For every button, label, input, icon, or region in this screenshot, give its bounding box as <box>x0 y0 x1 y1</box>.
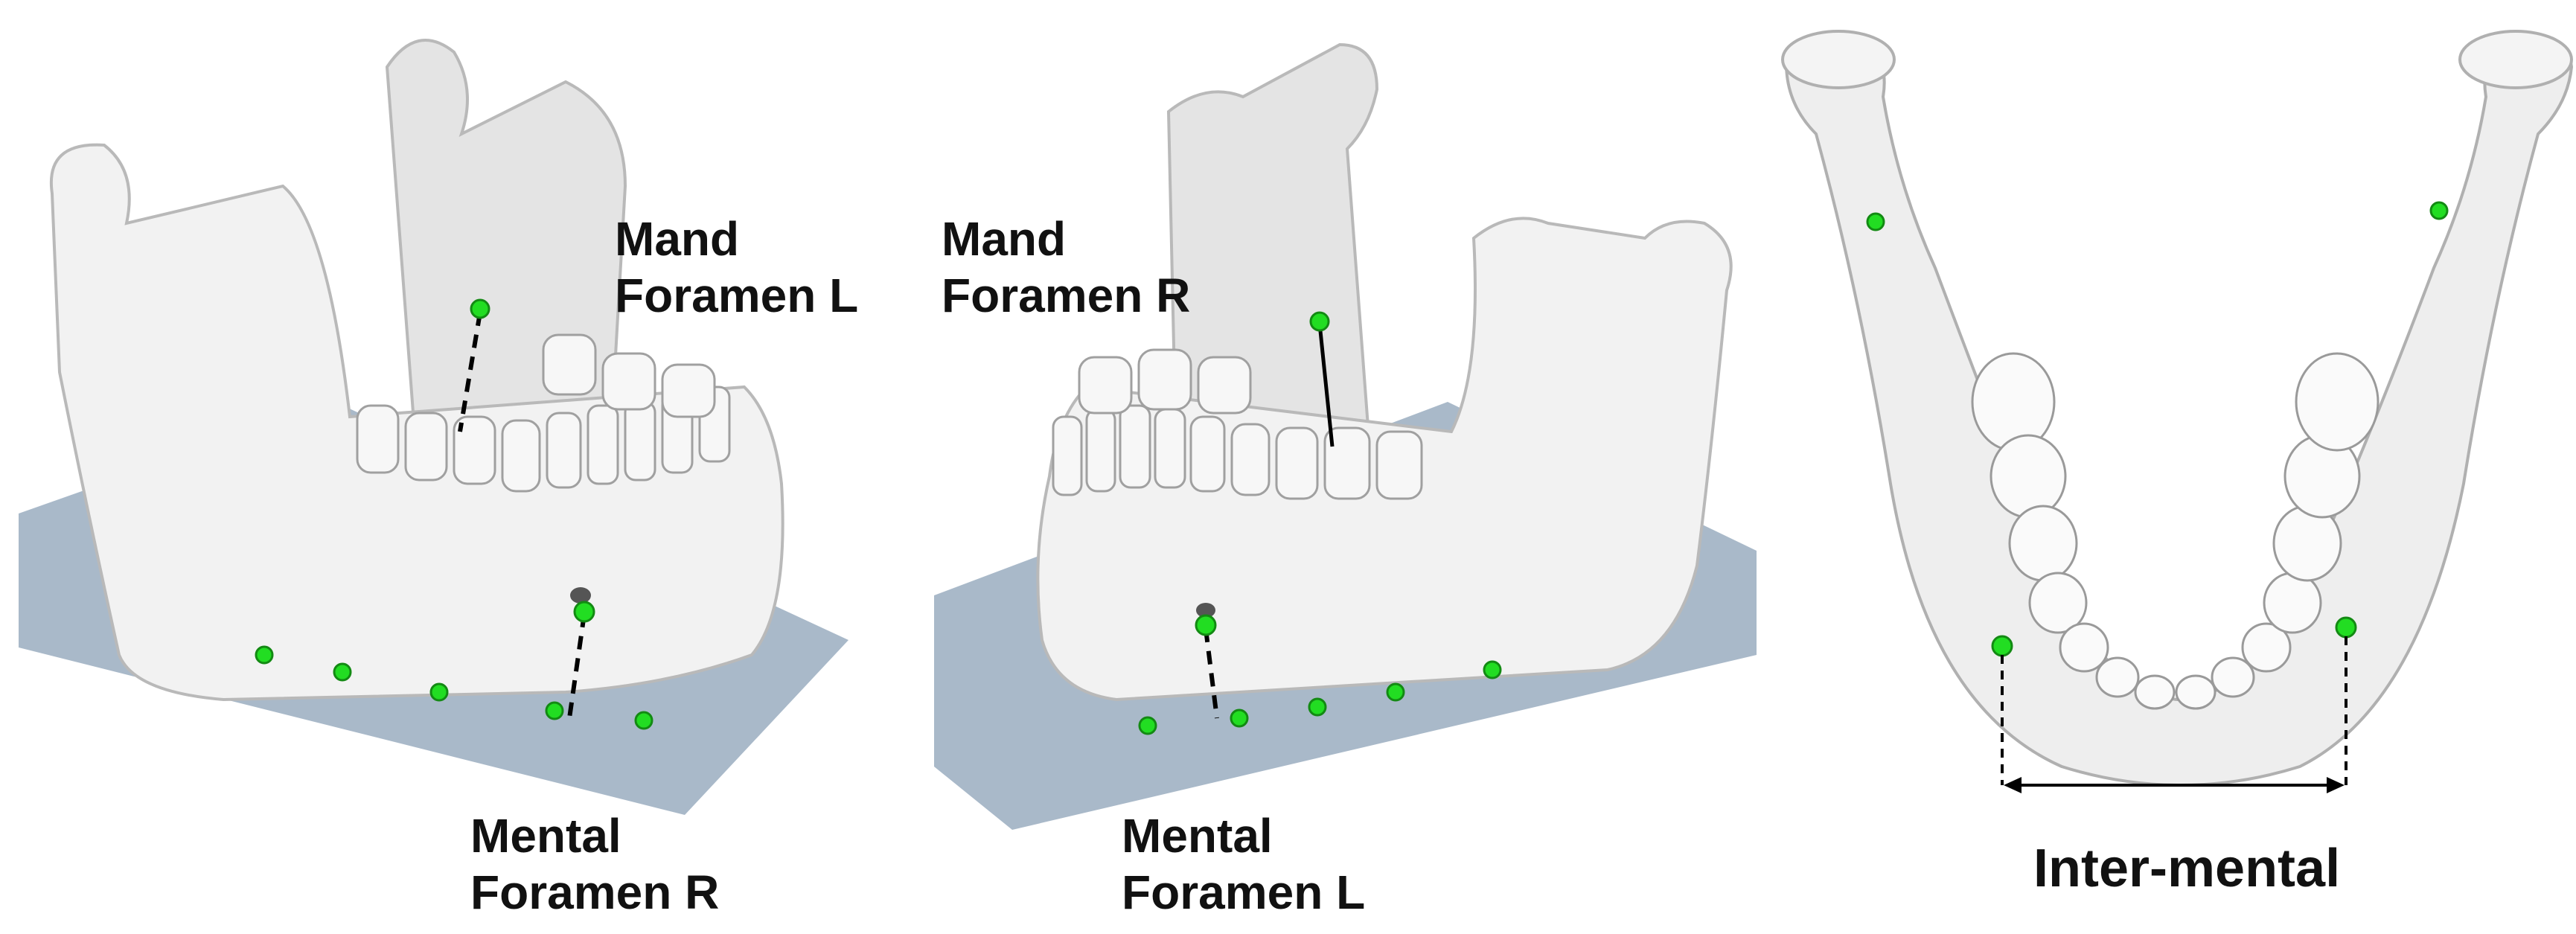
mand-foramen-r-label: Mand Foramen R <box>942 211 1190 324</box>
mental-foramen-opening <box>1196 603 1215 618</box>
mental-foramen-l-label: Mental Foramen L <box>1122 807 1365 921</box>
mental-foramen-line <box>1204 628 1219 719</box>
teeth-arch <box>1971 352 2380 710</box>
panel-middle-lateral-view: Mand Foramen R Mental Foramen L <box>893 0 1779 934</box>
label-line-2: Foramen L <box>1122 866 1366 919</box>
mand-foramen-line <box>1317 323 1335 447</box>
mental-foramen-line <box>567 613 587 719</box>
panel-right-occlusal-view: Inter-mental <box>1779 0 2576 934</box>
label-line-1: Mand <box>615 212 740 266</box>
ramus-back <box>1166 42 1379 448</box>
label-line-1: Mand <box>942 212 1067 266</box>
mandible-arch <box>1784 34 2574 787</box>
inter-mental-label: Inter-mental <box>2033 839 2341 898</box>
mandible-right-illustration <box>934 42 1757 830</box>
mand-foramen-l-label: Mand Foramen L <box>615 211 858 324</box>
label-line-1: Mental <box>470 809 621 863</box>
mental-foramen-r-label: Mental Foramen R <box>470 807 719 921</box>
label-line-2: Foramen R <box>942 269 1191 322</box>
mandible-left-illustration <box>19 39 848 815</box>
label-line-1: Mental <box>1122 809 1273 863</box>
teeth-row <box>1052 348 1423 500</box>
landmark-points <box>255 298 653 730</box>
panel-left-lateral-view: Mand Foramen L Mental Foramen R <box>0 0 893 934</box>
landmark-points <box>1866 201 2449 657</box>
label-line-2: Foramen L <box>615 269 859 322</box>
arrowhead-left <box>2004 777 2022 793</box>
mental-foramen-opening <box>570 587 591 604</box>
landmark-points <box>1138 311 1502 735</box>
mandible-top-illustration <box>1781 30 2574 793</box>
teeth-row <box>356 333 731 493</box>
condyle-left <box>1781 30 1896 89</box>
arrowhead-right <box>2327 777 2345 793</box>
condyle-right <box>2458 30 2573 89</box>
label-line-2: Foramen R <box>470 866 720 919</box>
mand-foramen-line <box>458 312 482 432</box>
